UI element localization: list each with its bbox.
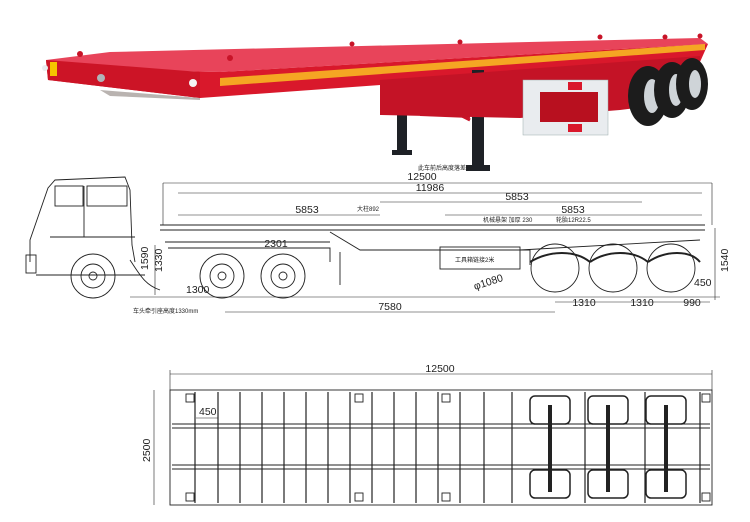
trailer-frame [160, 224, 705, 285]
dim-rear-overhang: 990 [683, 297, 701, 309]
dim-axle-spacing-1: 1310 [572, 297, 596, 309]
dim-deck-length: 11986 [416, 182, 445, 194]
plan-dim-overall-length: 12500 [425, 363, 454, 375]
dim-span-mid: 5853 [505, 191, 529, 203]
reflective-stripe [220, 44, 705, 86]
note-suspension: 机械悬架 加厚 230 [483, 216, 533, 224]
tractor-front-wheel [70, 253, 116, 299]
rear-axle-wheels [628, 58, 708, 126]
dim-fifth-wheel-to-axle: 7580 [378, 301, 402, 313]
trailer-deck [46, 38, 708, 72]
note-coupling-height: 车头牵引座高度1330mm [133, 307, 198, 315]
plan-dim-crossmember-spacing: 450 [199, 406, 217, 418]
dim-front-overhang: 1300 [186, 284, 210, 296]
dim-height-coupling: 1330 [153, 248, 165, 272]
dim-span-rear: 5853 [561, 204, 585, 216]
front-plate [46, 60, 200, 98]
dim-rear-height: 1540 [719, 248, 731, 272]
trailer-photo: 此车前后高度落差50 [42, 33, 708, 172]
dim-span-front: 5853 [295, 204, 319, 216]
crossmembers [194, 392, 701, 503]
dim-rear-low: 450 [694, 277, 712, 289]
plan-outline [169, 389, 713, 506]
side-view-drawing: 12500 11986 5853 5853 5853 大柱892 2301 15… [25, 171, 731, 315]
photo-caption: 此车前后高度落差50 [418, 164, 473, 172]
plan-dim-overall-width: 2500 [141, 438, 153, 462]
dim-height-front: 1590 [139, 246, 151, 270]
longitudinal-beams [172, 423, 710, 470]
tractor-cab [25, 176, 145, 276]
landing-leg-front [397, 82, 407, 152]
dim-axle-spacing-2: 1310 [630, 297, 654, 309]
dim-overall-length: 12500 [407, 171, 436, 183]
axle-assemblies [529, 395, 687, 499]
twist-locks [185, 393, 711, 502]
dim-tire-diameter: φ1080 [472, 272, 505, 293]
plan-view-drawing: 12500 2500 450 [141, 363, 713, 506]
note-tire-spec: 轮胎12R22.5 [556, 216, 591, 224]
dim-king-pin: 大柱892 [357, 205, 380, 213]
tractor-drive-wheels [168, 247, 331, 299]
note-toolbox: 工具箱链接2米 [455, 256, 494, 264]
trailer-wheels [529, 243, 701, 293]
dim-king-pin-height: 2301 [264, 238, 288, 250]
side-underrun-guard [522, 79, 609, 136]
